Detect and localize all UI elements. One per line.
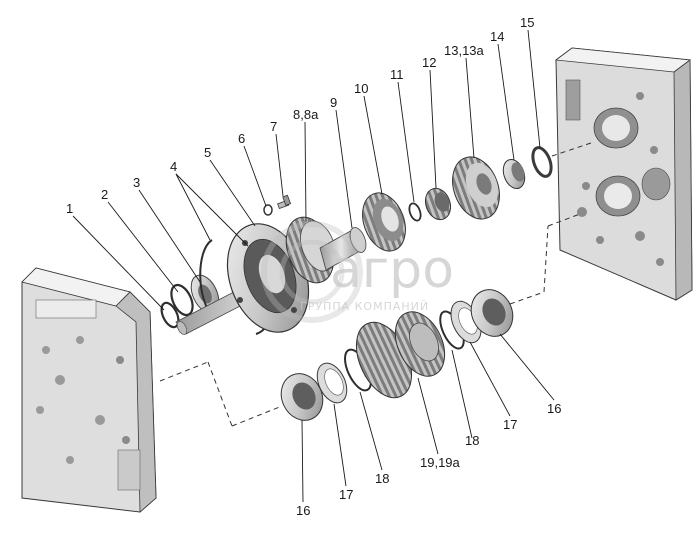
- part-19-double-gear: [355, 311, 446, 399]
- callout-9: 9: [330, 95, 338, 110]
- callout-18-right: 18: [465, 433, 480, 448]
- part-9-shaft: [319, 227, 367, 271]
- axis-lines: [159, 141, 595, 427]
- part-1-snap-ring: [160, 301, 180, 329]
- callout-13: 13,13а: [444, 43, 484, 58]
- part-2-snap-ring: [170, 283, 194, 317]
- left-housing: [21, 267, 157, 513]
- watermark-brand: агро: [330, 240, 455, 300]
- callout-16-left: 16: [296, 503, 311, 518]
- callout-7: 7: [270, 119, 278, 134]
- watermark-emblem: [261, 221, 363, 323]
- right-housing: [554, 47, 693, 301]
- part-16-bearing-right: [470, 289, 514, 337]
- callout-1: 1: [66, 201, 74, 216]
- watermark-tagline: ГРУППА КОМПАНИЙ: [300, 300, 430, 313]
- callout-16-right: 16: [547, 401, 562, 416]
- callout-11: 11: [390, 67, 404, 82]
- callout-15: 15: [520, 15, 535, 30]
- part-11-snap-ring: [408, 202, 422, 222]
- part-15-washer: [531, 146, 553, 178]
- leader-lines: [72, 29, 555, 503]
- part-6-washer: [263, 204, 273, 216]
- callout-5: 5: [204, 145, 212, 160]
- callout-14: 14: [490, 29, 505, 44]
- callout-3: 3: [133, 175, 141, 190]
- callout-2: 2: [101, 187, 109, 202]
- callout-10: 10: [354, 81, 369, 96]
- callout-4: 4: [170, 159, 178, 174]
- part-14-bushing: [502, 158, 526, 190]
- callout-8: 8,8а: [293, 107, 319, 122]
- callout-19: 19,19а: [420, 455, 460, 470]
- callout-17-left: 17: [339, 487, 354, 502]
- part-13-gear: [452, 156, 500, 220]
- callout-6: 6: [238, 131, 246, 146]
- callout-18-left: 18: [375, 471, 390, 486]
- part-17-washer-left: [316, 362, 348, 404]
- part-10-synchronizer: [362, 192, 406, 252]
- callout-12: 12: [422, 55, 437, 70]
- part-12-needle-bearing: [424, 187, 452, 221]
- part-7-bolt: [277, 194, 292, 210]
- callout-17-right: 17: [503, 417, 518, 432]
